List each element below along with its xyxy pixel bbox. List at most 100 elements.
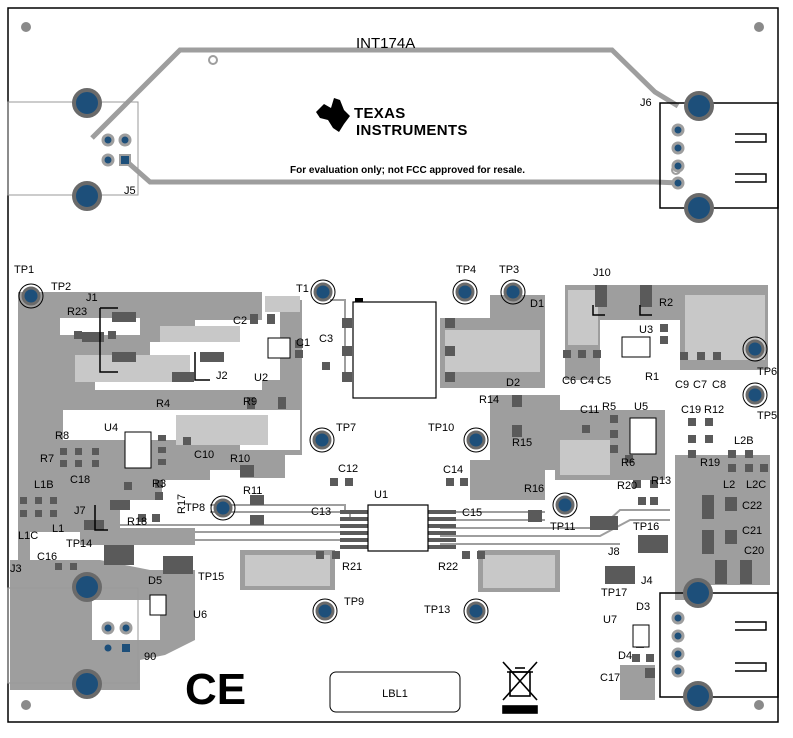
label-l2c: L2C [746, 479, 766, 491]
label-c8: C8 [712, 379, 726, 391]
board-name: INT174A [356, 35, 415, 52]
label-tp14: TP14 [66, 538, 92, 550]
label-r3: R3 [152, 478, 166, 490]
label-r23: R23 [67, 306, 87, 318]
signal-traces [90, 299, 670, 545]
label-u2: U2 [254, 372, 268, 384]
label-tp1: TP1 [14, 264, 34, 276]
label-j7: J7 [74, 505, 86, 517]
label-c2: C2 [233, 315, 247, 327]
t1-transformer [352, 301, 437, 399]
label-r21: R21 [342, 561, 362, 573]
label-c13: C13 [311, 506, 331, 518]
label-c6: C6 [562, 375, 576, 387]
copper-pour [470, 395, 560, 500]
mounting-hole [21, 22, 31, 32]
ti-logo-icon [316, 98, 350, 132]
label-tp11: TP11 [550, 521, 575, 533]
u4-chip [124, 431, 152, 469]
j10-outline [592, 305, 652, 316]
label-tp9: TP9 [344, 596, 364, 608]
label-c11: C11 [580, 404, 599, 416]
label-r11: R11 [243, 485, 262, 497]
label-c9: C9 [675, 379, 689, 391]
label-c14: C14 [443, 464, 463, 476]
label-tp17: TP17 [601, 587, 627, 599]
dot-grid [75, 355, 190, 382]
label-u1: U1 [374, 489, 388, 501]
label-mark90: 90 [144, 651, 156, 663]
label-j8: J8 [608, 546, 620, 558]
label-j6: J6 [640, 97, 652, 109]
label-l2b: L2B [734, 435, 754, 447]
label-r8: R8 [55, 430, 69, 442]
label-c1: C1 [296, 337, 310, 349]
label-d5: D5 [148, 575, 162, 587]
fcc-notice: For evaluation only; not FCC approved fo… [290, 165, 525, 176]
label-r6: R6 [621, 457, 635, 469]
dot-grid [160, 326, 240, 342]
smd-pads [74, 285, 752, 678]
label-c3: C3 [319, 333, 333, 345]
label-r1: R1 [645, 371, 659, 383]
label-r19: R19 [700, 457, 720, 469]
label-d2: D2 [506, 377, 520, 389]
label-j3: J3 [10, 563, 22, 575]
dot-grid [560, 440, 610, 475]
label-tp15: TP15 [198, 571, 224, 583]
label-c10: C10 [194, 449, 214, 461]
label-r10: R10 [230, 453, 250, 465]
label-r7: R7 [40, 453, 54, 465]
ce-mark: CE [185, 665, 246, 714]
mounting-hole [21, 700, 31, 710]
u7-chip [632, 624, 650, 648]
label-t1: T1 [296, 283, 309, 295]
label-tp16: TP16 [633, 521, 659, 533]
label-r14: R14 [479, 394, 499, 406]
u3-chip [621, 336, 651, 358]
label-u6: U6 [193, 609, 207, 621]
label-d3: D3 [636, 601, 650, 613]
passive-pads [20, 324, 768, 662]
label-tp3: TP3 [499, 264, 519, 276]
label-l1: L1 [52, 523, 64, 535]
t1-pads [342, 318, 455, 382]
label-c22: C22 [742, 500, 762, 512]
label-r15: R15 [512, 437, 532, 449]
label-j2: J2 [216, 370, 228, 382]
j7-outline [94, 505, 108, 531]
u2-chip [267, 337, 291, 359]
connector-j6 [659, 91, 779, 223]
label-l1c: L1C [18, 530, 38, 542]
label-c15: C15 [462, 507, 482, 519]
label-c12: C12 [338, 463, 358, 475]
via [208, 55, 218, 65]
dot-grid [685, 295, 765, 360]
crossed-out-bin-icon [502, 661, 538, 714]
u1-pins [340, 510, 456, 549]
label-r5: R5 [602, 401, 616, 413]
label-tp5: TP5 [757, 410, 777, 422]
label-box-text: LBL1 [382, 688, 408, 700]
label-j5: J5 [124, 185, 136, 197]
label-j1: J1 [86, 292, 98, 304]
label-r2: R2 [659, 297, 673, 309]
label-tp7: TP7 [336, 422, 356, 434]
label-l2: L2 [723, 479, 735, 491]
label-j4: J4 [641, 575, 653, 587]
label-tp13: TP13 [424, 604, 450, 616]
label-tp10: TP10 [428, 422, 454, 434]
trace-top-upper [90, 47, 680, 140]
u1-chip [367, 504, 429, 552]
label-tp8: TP8 [185, 502, 205, 514]
dot-grid [568, 290, 598, 345]
label-d4: D4 [618, 650, 632, 662]
mounting-hole [754, 22, 764, 32]
j2-outline [194, 352, 210, 381]
u6-chip [149, 594, 167, 616]
label-c4: C4 [580, 375, 594, 387]
label-c7: C7 [693, 379, 707, 391]
label-d1: D1 [530, 298, 544, 310]
label-r22: R22 [438, 561, 458, 573]
